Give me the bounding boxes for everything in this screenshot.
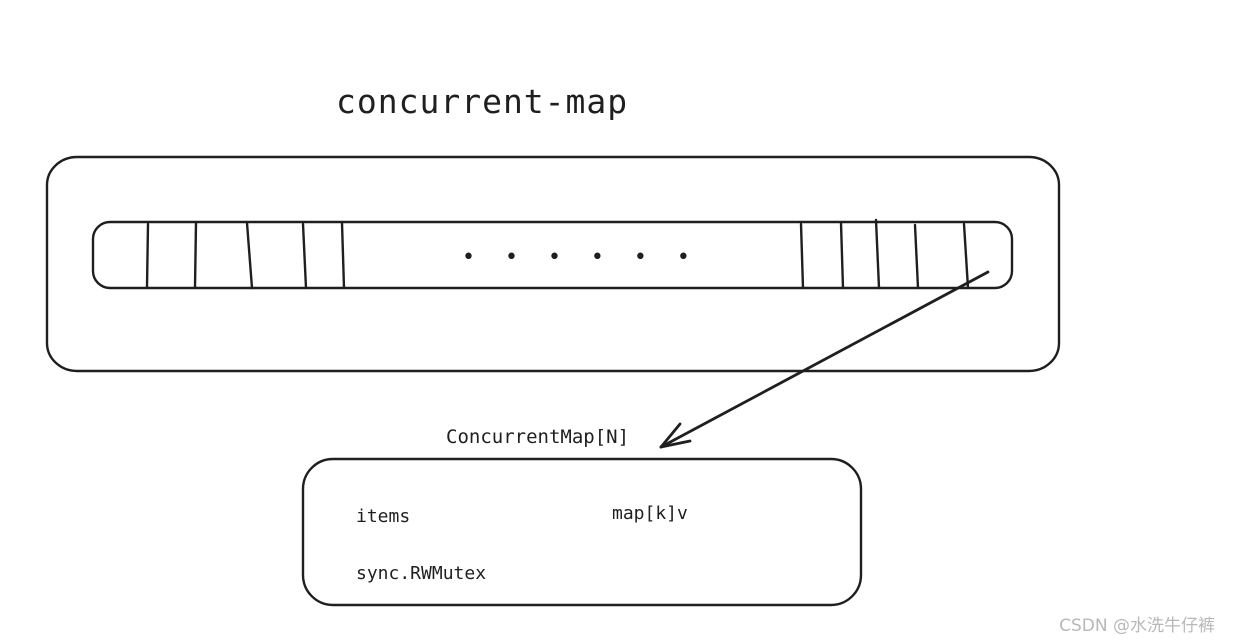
shard-divider-line: [340, 221, 346, 290]
shard-divider-line: [245, 221, 254, 290]
shard-divider-line: [799, 222, 805, 290]
shard-divider-line: [839, 221, 845, 290]
struct-box: [301, 457, 863, 607]
csdn-watermark: CSDN @水洗牛仔裤: [1059, 616, 1215, 636]
struct-field-items-name: items: [356, 506, 411, 527]
diagram-title: concurrent-map: [336, 82, 629, 121]
shard-divider-line: [913, 223, 920, 290]
map-container-box: [45, 155, 1061, 373]
shard-divider-line: [301, 222, 308, 290]
shard-to-struct-arrow: [659, 270, 990, 449]
struct-field-items-type: map[k]v: [612, 503, 688, 524]
shard-array-bar: [91, 220, 1014, 290]
shard-divider-line: [962, 222, 970, 290]
struct-type-label: ConcurrentMap[N]: [446, 426, 630, 448]
shard-divider-line: [193, 221, 198, 289]
ellipsis-dots: ••••••: [462, 245, 720, 270]
shard-divider-line: [874, 218, 881, 290]
struct-field-mutex-name: sync.RWMutex: [356, 563, 487, 584]
shard-divider-line: [145, 222, 150, 289]
